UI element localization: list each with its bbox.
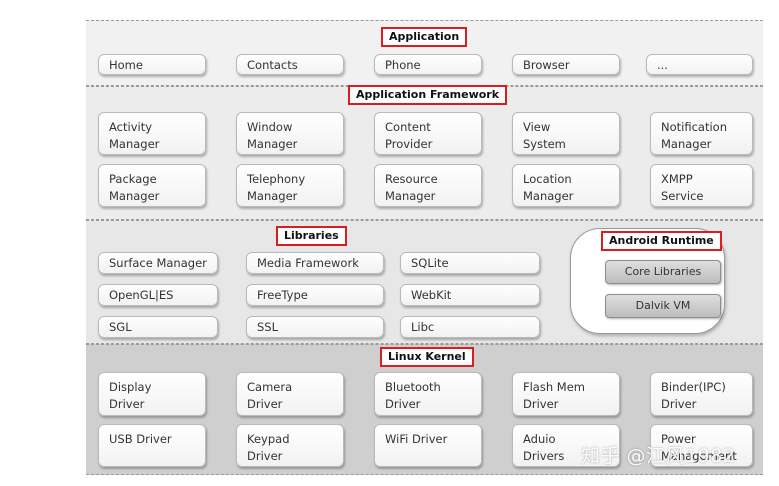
framework-title: Application Framework — [348, 85, 508, 105]
lib-sqlite: SQLite — [400, 252, 540, 274]
fw-resource-manager: Resource Manager — [374, 164, 482, 207]
fw-content-provider: Content Provider — [374, 112, 482, 155]
runtime-dalvik-vm: Dalvik VM — [605, 294, 721, 318]
kern-audio-drivers: Aduio Drivers — [512, 424, 620, 467]
libraries-title: Libraries — [276, 226, 347, 246]
app-browser: Browser — [512, 54, 620, 75]
kern-power-management: Power Management — [650, 424, 753, 467]
android-architecture-diagram: Application Home Contacts Phone Browser … — [86, 20, 763, 475]
lib-freetype: FreeType — [246, 284, 384, 306]
kern-keypad-driver: Keypad Driver — [236, 424, 344, 467]
lib-surface-manager: Surface Manager — [98, 252, 218, 274]
zhihu-watermark: 知乎 @江风1982 — [581, 445, 736, 467]
fw-package-manager: Package Manager — [98, 164, 206, 207]
lib-libc: Libc — [400, 316, 540, 338]
lib-sgl: SGL — [98, 316, 218, 338]
lib-opengl-es: OpenGL|ES — [98, 284, 218, 306]
app-contacts: Contacts — [236, 54, 344, 75]
kernel-title: Linux Kernel — [380, 347, 474, 367]
kern-display-driver: Display Driver — [98, 372, 206, 416]
fw-telephony-manager: Telephony Manager — [236, 164, 344, 207]
fw-xmpp-service: XMPP Service — [650, 164, 753, 207]
runtime-title: Android Runtime — [601, 231, 722, 251]
lib-webkit: WebKit — [400, 284, 540, 306]
app-home: Home — [98, 54, 206, 75]
kern-camera-driver: Camera Driver — [236, 372, 344, 416]
fw-activity-manager: Activity Manager — [98, 112, 206, 155]
fw-notification-manager: Notification Manager — [650, 112, 753, 155]
kern-flash-mem-driver: Flash Mem Driver — [512, 372, 620, 416]
kern-wifi-driver: WiFi Driver — [374, 424, 482, 467]
fw-window-manager: Window Manager — [236, 112, 344, 155]
runtime-core-libraries: Core Libraries — [605, 260, 721, 284]
app-more: ... — [646, 54, 753, 75]
lib-ssl: SSL — [246, 316, 384, 338]
kern-binder-driver: Binder(IPC) Driver — [650, 372, 753, 416]
application-title: Application — [381, 27, 468, 47]
lib-media-framework: Media Framework — [246, 252, 384, 274]
app-phone: Phone — [374, 54, 482, 75]
fw-view-system: View System — [512, 112, 620, 155]
kern-usb-driver: USB Driver — [98, 424, 206, 467]
kern-bluetooth-driver: Bluetooth Driver — [374, 372, 482, 416]
fw-location-manager: Location Manager — [512, 164, 620, 207]
